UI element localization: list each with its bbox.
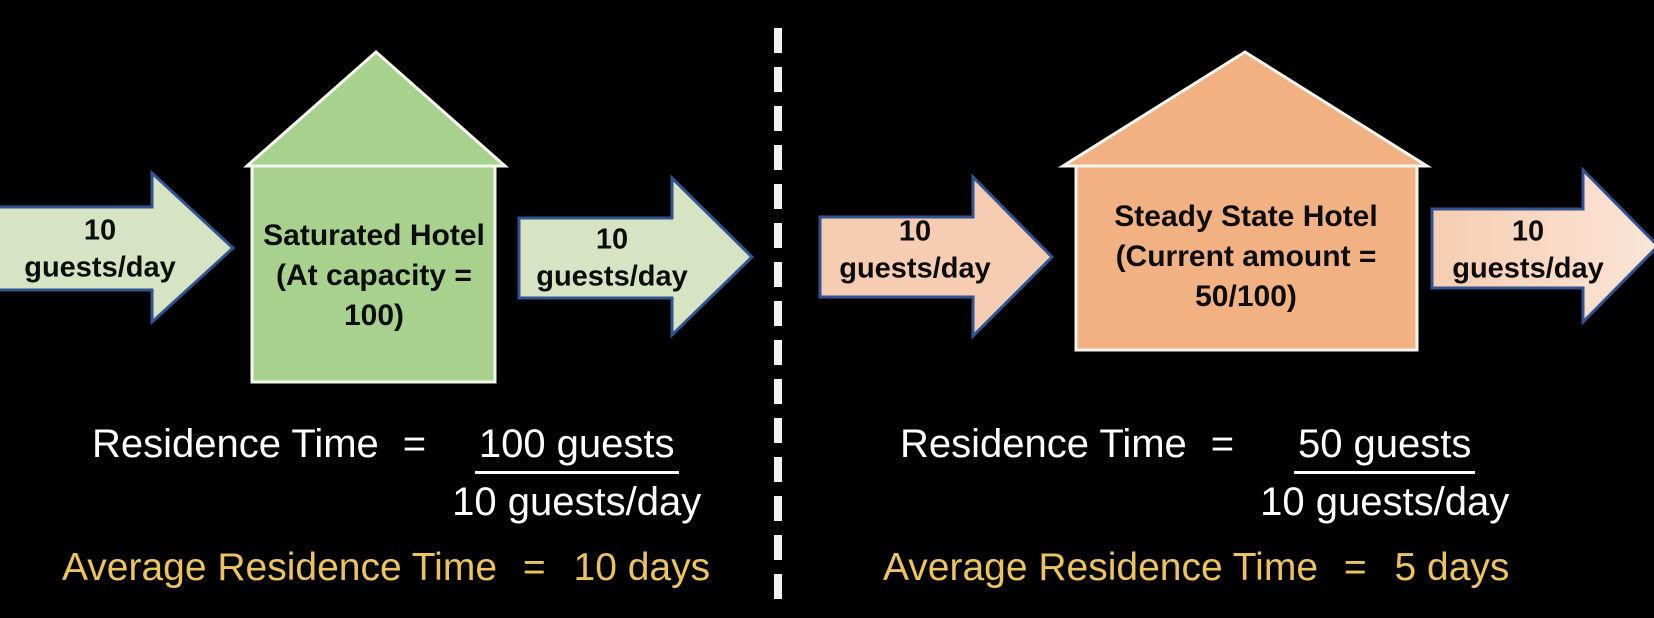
house-detail-line2: 50/100) — [1195, 279, 1297, 313]
house-detail-line1: (Current amount = — [1115, 240, 1377, 274]
left-house-roof — [243, 49, 509, 168]
left-residence-equation: Residence Time = 100 guests 10 guests/da… — [92, 421, 701, 526]
left-house-body — [250, 164, 497, 384]
right-house-roof — [1057, 50, 1433, 168]
equals-sign: = — [1210, 422, 1235, 466]
right-inflow-label: 10 guests/day — [839, 213, 991, 286]
equals-sign: = — [1343, 546, 1367, 589]
fraction-denominator: 10 guests/day — [1260, 480, 1510, 525]
left-outflow-label: 10 guests/day — [536, 221, 688, 294]
fraction: 50 guests 10 guests/day — [1260, 421, 1509, 526]
average-label: Average Residence Time — [62, 546, 498, 589]
flow-rate-unit: guests/day — [24, 251, 176, 283]
equation-label: Residence Time — [900, 422, 1187, 466]
left-inflow-arrow — [0, 169, 236, 326]
right-house-label: Steady State Hotel (Current amount = 50/… — [1114, 197, 1377, 317]
average-value: 10 days — [573, 546, 711, 589]
left-house-label: Saturated Hotel (At capacity = 100) — [263, 216, 485, 336]
average-value: 5 days — [1394, 546, 1510, 589]
flow-rate-unit: guests/day — [839, 252, 991, 284]
left-average-line: Average Residence Time = 10 days — [62, 546, 710, 590]
flow-rate-unit: guests/day — [1452, 252, 1604, 284]
equals-sign: = — [522, 546, 546, 589]
flow-rate-value: 10 — [898, 215, 932, 248]
flow-rate-unit: guests/day — [536, 260, 688, 292]
fraction-denominator: 10 guests/day — [452, 480, 702, 525]
house-title: Steady State Hotel — [1114, 200, 1378, 234]
right-average-line: Average Residence Time = 5 days — [883, 546, 1509, 590]
house-detail-line1: (At capacity = — [276, 259, 472, 293]
right-inflow-arrow — [818, 173, 1055, 340]
right-outflow-label: 10 guests/day — [1452, 213, 1604, 286]
fraction-numerator: 50 guests — [1293, 421, 1476, 475]
equals-sign: = — [402, 422, 427, 466]
flow-rate-value: 10 — [1511, 215, 1545, 248]
house-title: Saturated Hotel — [263, 219, 485, 253]
left-inflow-label: 10 guests/day — [24, 212, 176, 285]
fraction-numerator: 100 guests — [474, 421, 679, 475]
flow-rate-value: 10 — [595, 223, 629, 256]
equation-label: Residence Time — [92, 422, 379, 466]
divider-dashed-line — [774, 28, 782, 608]
average-label: Average Residence Time — [883, 546, 1319, 589]
left-outflow-arrow — [517, 174, 755, 339]
fraction: 100 guests 10 guests/day — [452, 421, 701, 526]
flow-rate-value: 10 — [83, 214, 117, 247]
right-outflow-arrow — [1430, 166, 1654, 326]
house-detail-line2: 100) — [343, 298, 405, 332]
right-residence-equation: Residence Time = 50 guests 10 guests/day — [900, 421, 1509, 526]
